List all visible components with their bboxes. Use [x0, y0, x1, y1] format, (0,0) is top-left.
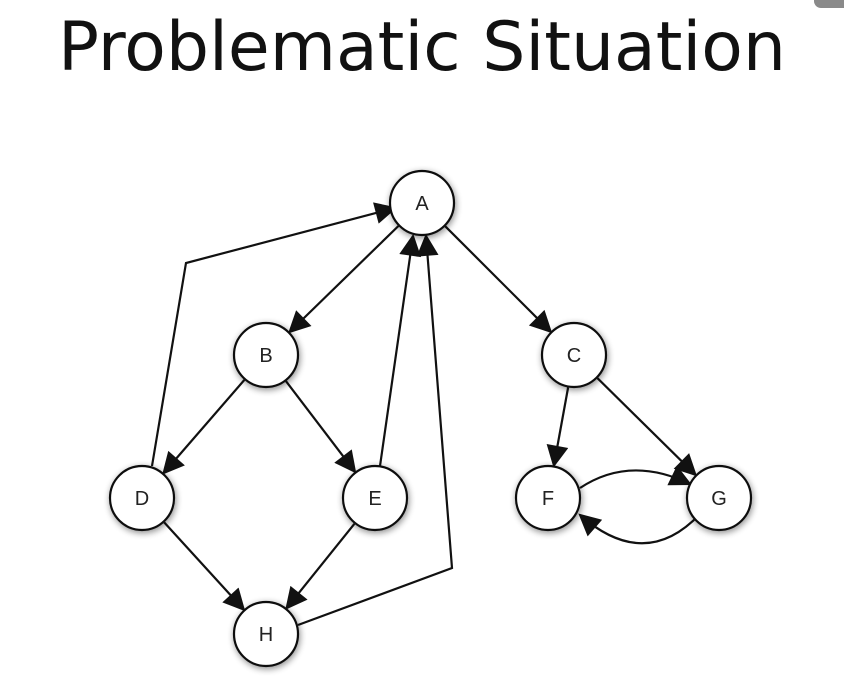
node-f-label: F: [542, 488, 554, 510]
node-e: E: [341, 464, 409, 532]
window-corner-tab: [814, 0, 844, 8]
node-b-label: B: [259, 345, 272, 367]
node-h-circle: [232, 600, 300, 668]
node-f: F: [514, 464, 582, 532]
edge-f-to-g: [579, 465, 692, 489]
node-f-circle: [514, 464, 582, 532]
node-d-circle: [108, 464, 176, 532]
node-e-circle: [341, 464, 409, 532]
node-b-circle: [232, 321, 300, 389]
node-h-label: H: [259, 624, 273, 646]
node-c: C: [540, 321, 608, 389]
edge-g-to-f: [578, 513, 701, 545]
node-g: G: [685, 464, 753, 532]
node-h: H: [232, 600, 300, 668]
edge-a-to-b: [288, 225, 400, 334]
edge-c-to-g: [596, 377, 698, 477]
edge-e-to-h: [285, 523, 356, 610]
node-g-label: G: [711, 488, 727, 510]
node-a-circle: [388, 169, 456, 237]
slide-title: Problematic Situation: [58, 8, 786, 87]
node-c-circle: [540, 321, 608, 389]
node-d-label: D: [135, 488, 149, 510]
nodes-layer: A B C D E F G H: [108, 169, 753, 668]
edges-layer: [150, 202, 701, 627]
node-d: D: [108, 464, 176, 532]
edge-c-to-f: [546, 387, 570, 468]
edge-e-to-a: [378, 233, 422, 467]
node-g-circle: [685, 464, 753, 532]
edge-b-to-d: [162, 379, 246, 475]
node-b: B: [232, 321, 300, 389]
edge-b-to-e: [285, 380, 357, 474]
node-a-label: A: [415, 193, 429, 215]
edge-d-to-a: [150, 202, 398, 467]
node-a: A: [388, 169, 456, 237]
edge-a-to-c: [444, 225, 553, 334]
edge-d-to-h: [163, 521, 246, 612]
node-c-label: C: [567, 345, 581, 367]
edge-h-to-a: [297, 233, 454, 627]
node-e-label: E: [368, 488, 381, 510]
